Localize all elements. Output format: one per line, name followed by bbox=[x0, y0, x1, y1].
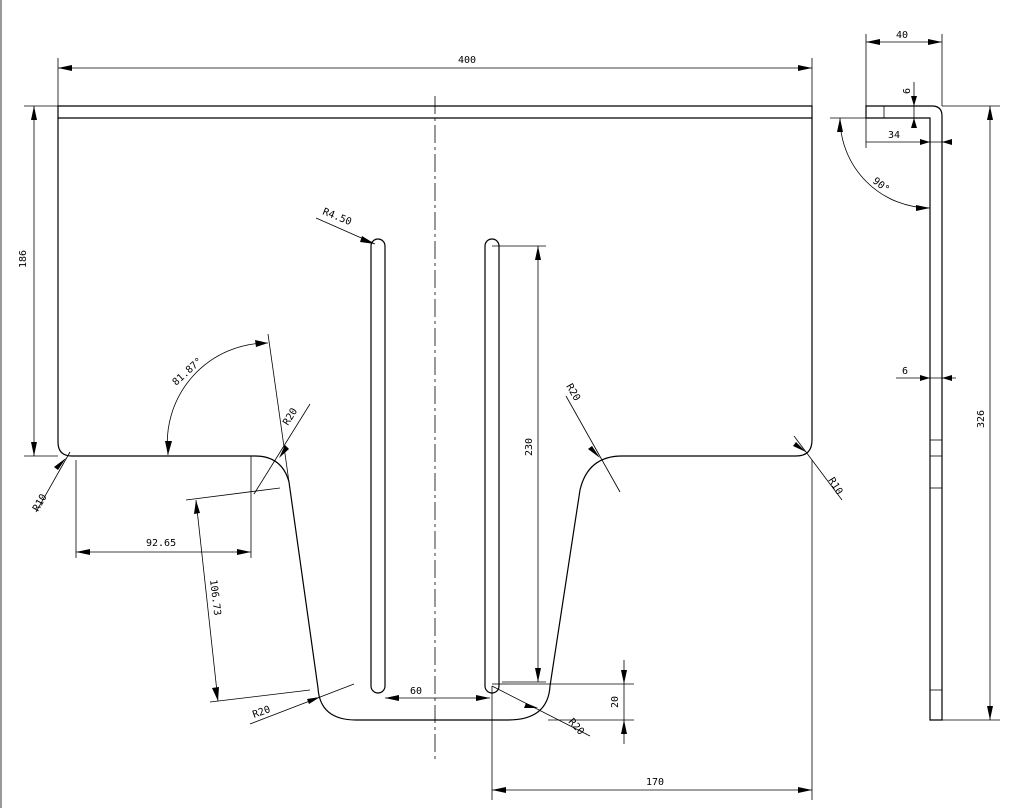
side-view bbox=[866, 106, 942, 720]
dim-thickness: 6 bbox=[902, 366, 908, 377]
dim-bend-angle: 90° bbox=[870, 176, 891, 196]
dim-fillet-r20-right: R20 bbox=[563, 382, 582, 403]
slot-left bbox=[371, 239, 385, 693]
plate-outline bbox=[58, 118, 812, 720]
dim-flange-width: 40 bbox=[896, 30, 908, 41]
dim-slot-gap: 60 bbox=[410, 686, 422, 697]
dim-right-width: 170 bbox=[646, 777, 664, 788]
dim-fillet-r10-left: R10 bbox=[31, 492, 50, 513]
dim-slot-radius: R4.50 bbox=[321, 207, 353, 228]
dim-left-height: 186 bbox=[18, 250, 29, 268]
dim-inner-length: 34 bbox=[888, 130, 900, 141]
dim-slot-length: 230 bbox=[524, 438, 535, 456]
dim-tab-height: 20 bbox=[610, 696, 621, 708]
dim-overall-width: 400 bbox=[458, 55, 476, 66]
slot-right bbox=[485, 239, 499, 693]
dim-step-width: 92.65 bbox=[146, 538, 176, 549]
front-dimensions: 400 186 R4.50 81.87° R20 R10 92.65 bbox=[18, 55, 844, 800]
side-dimensions: 40 6 34 90° 6 326 bbox=[830, 30, 1000, 720]
side-profile-outline bbox=[866, 106, 942, 720]
dim-slant-length: 106.73 bbox=[207, 579, 222, 616]
front-view bbox=[58, 96, 812, 760]
dim-total-height: 326 bbox=[976, 410, 987, 428]
dim-angle: 81.87° bbox=[171, 356, 205, 388]
dim-fillet-r20-lower-left: R20 bbox=[251, 704, 272, 721]
dim-fillet-r10-right: R10 bbox=[825, 476, 844, 497]
dim-thickness-top: 6 bbox=[902, 88, 913, 94]
